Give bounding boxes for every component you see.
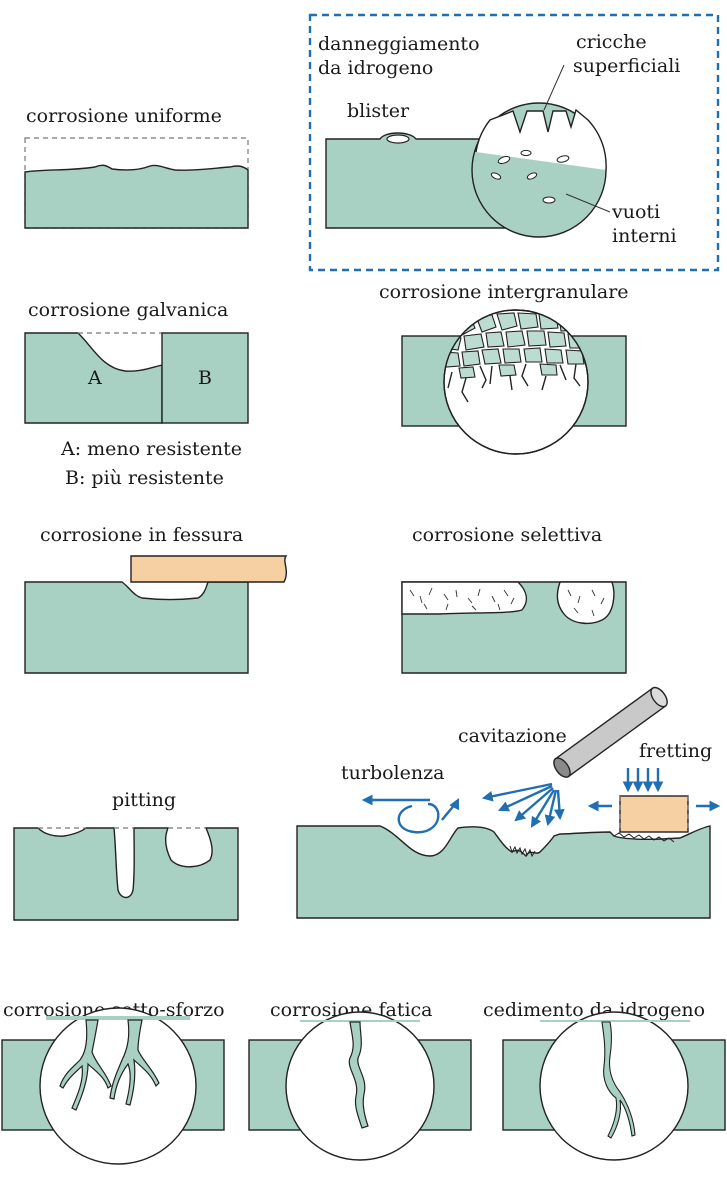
surface-strip	[540, 1020, 690, 1022]
magnified-circle-outline	[443, 309, 589, 455]
label-selective-corrosion: corrosione selettiva	[412, 524, 602, 546]
label-hydrogen-damage-2: da idrogeno	[318, 57, 433, 79]
label-surface-cracks-1: cricche	[576, 31, 647, 53]
label-surface-cracks-2: superficiali	[573, 55, 680, 77]
panel-pitting: pitting	[13, 789, 239, 921]
leader-voids	[565, 193, 611, 213]
cavitation-jet-arrows	[481, 782, 565, 828]
nozzle-pipe	[553, 686, 668, 778]
label-metal-a: A	[87, 367, 102, 389]
label-fretting: fretting	[639, 740, 712, 762]
panel-intergranular-corrosion: corrosione intergranulare	[379, 281, 629, 455]
label-internal-voids-1: vuoti	[611, 201, 660, 223]
fretting-arrows	[587, 768, 721, 812]
label-pitting: pitting	[112, 789, 176, 811]
eroded-material	[296, 825, 711, 919]
fretting-block	[619, 795, 689, 833]
panel-fatigue-corrosion: corrosione fatica	[248, 999, 472, 1161]
hydrogen-crack	[601, 1021, 636, 1139]
metal-a	[24, 332, 163, 424]
label-blister: blister	[347, 100, 410, 122]
label-turbulence: turbolenza	[341, 762, 444, 784]
branched-cracks	[59, 1019, 160, 1111]
surface-strip	[300, 1020, 420, 1022]
crevice-material	[24, 581, 249, 674]
label-galvanic-corrosion: corrosione galvanica	[28, 299, 228, 321]
overlapping-plate	[130, 555, 288, 583]
panel-selective-corrosion: corrosione selettiva	[401, 524, 627, 674]
label-cavitation: cavitazione	[458, 725, 567, 747]
dashed-frame	[308, 13, 720, 272]
magnified-circle	[39, 1007, 197, 1165]
porous-residue	[409, 587, 605, 617]
pitting-material	[13, 827, 239, 921]
panel-hydrogen-damage: danneggiamento da idrogeno blister cricc…	[308, 13, 720, 272]
leader-cracks	[543, 64, 565, 111]
panel-erosion-cavitation-fretting: cavitazione turbolenza fretting	[296, 686, 721, 919]
legend-metal-b: B: più resistente	[65, 467, 224, 489]
dealloyed-layer	[401, 581, 528, 615]
metal-b	[161, 332, 249, 424]
fretting-travel-outline	[619, 796, 689, 832]
panel-uniform-corrosion: corrosione uniforme	[24, 105, 249, 229]
panel-stress-corrosion: corrosione sotto-sforzo	[1, 999, 225, 1165]
blister-void	[386, 134, 410, 144]
cavitation-pits	[509, 845, 536, 858]
internal-voids	[490, 149, 570, 204]
surface-cracks	[475, 108, 607, 171]
label-uniform-corrosion: corrosione uniforme	[26, 105, 222, 127]
label-fatigue-corrosion: corrosione fatica	[270, 999, 433, 1021]
panel-crevice-corrosion: corrosione in fessura	[24, 524, 288, 674]
dealloyed-plug	[556, 581, 615, 625]
corroded-material	[24, 164, 249, 229]
turbulence-arrows	[361, 794, 460, 834]
panel-hydrogen-failure: cedimento da idrogeno	[483, 999, 726, 1161]
label-hydrogen-failure: cedimento da idrogeno	[483, 999, 705, 1021]
label-metal-b: B	[198, 367, 212, 389]
label-hydrogen-damage-1: danneggiamento	[318, 33, 480, 55]
label-intergranular-corrosion: corrosione intergranulare	[379, 281, 629, 303]
fatigue-crack	[348, 1021, 369, 1129]
panel-galvanic-corrosion: corrosione galvanica A B A: meno resiste…	[24, 299, 249, 489]
label-internal-voids-2: interni	[612, 225, 677, 247]
fretting-damage	[613, 832, 675, 843]
label-crevice-corrosion: corrosione in fessura	[40, 524, 243, 546]
legend-metal-a: A: meno resistente	[60, 438, 242, 460]
surface-strip	[46, 1016, 190, 1020]
